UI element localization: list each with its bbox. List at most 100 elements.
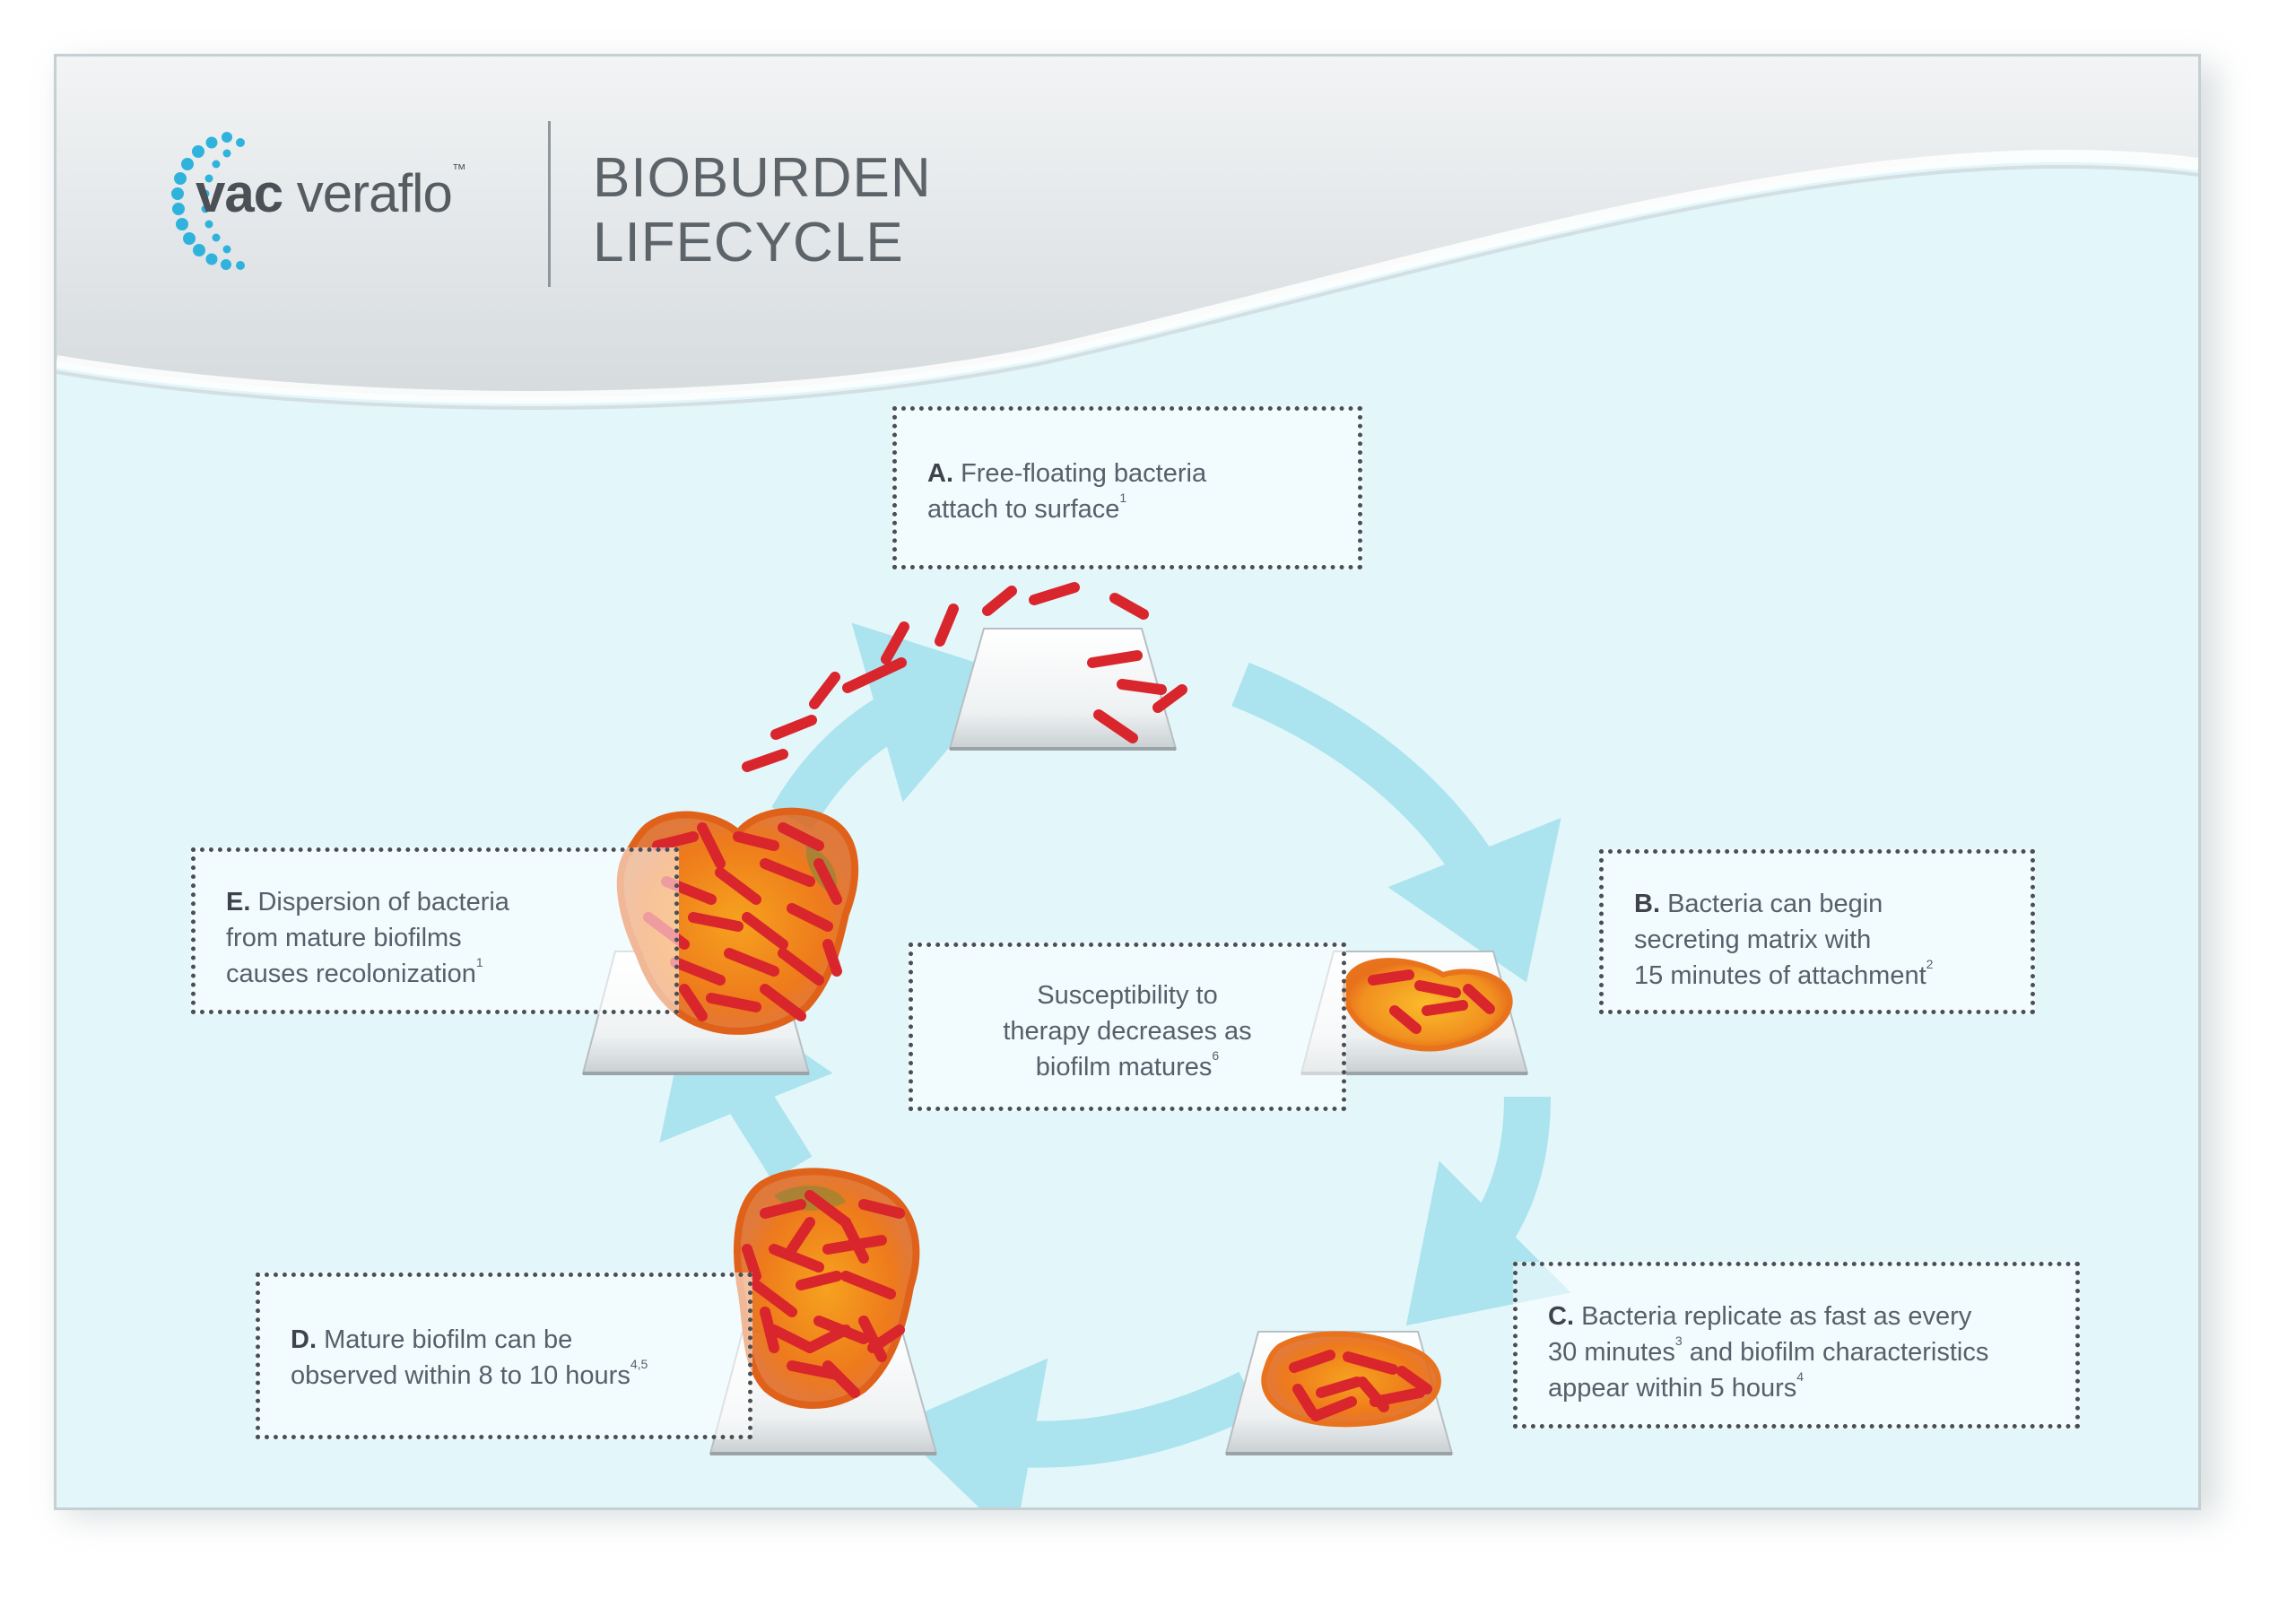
- stage-e-box: E. Dispersion of bacteria from mature bi…: [191, 847, 679, 1014]
- bacterium-rod: [697, 822, 726, 869]
- center-note-line-3: biofilm matures: [1035, 1053, 1213, 1081]
- bacterium-rod: [1310, 1396, 1357, 1421]
- bacterium-rod: [769, 1244, 824, 1273]
- arrow-a-to-b: [1231, 662, 1561, 983]
- bacterium-rod: [742, 749, 788, 772]
- bacterium-rod: [867, 1325, 905, 1353]
- bacterium-rod: [1343, 1351, 1398, 1375]
- bacterium-rod: [804, 1190, 851, 1228]
- bacterium-rod: [1289, 1350, 1335, 1373]
- bacterium-rod: [796, 1271, 842, 1290]
- bacterium-rod: [679, 984, 708, 1021]
- bacterium-rod: [1389, 1005, 1422, 1034]
- center-note-ref: 6: [1212, 1048, 1220, 1063]
- stage-a-ref: 1: [1119, 491, 1127, 505]
- stage-a-letter: A.: [927, 459, 953, 488]
- bacterium-rod: [760, 1199, 806, 1219]
- bacterium-rod: [1422, 1000, 1468, 1016]
- stage-e-letter: E.: [226, 888, 251, 916]
- stage-c-line-2: 30 minutes: [1548, 1338, 1675, 1367]
- stage-b-line-3: 15 minutes of attachment: [1634, 961, 1926, 990]
- bacterium-rod: [804, 1325, 851, 1353]
- bacterium-rod: [1087, 650, 1143, 668]
- brand-trademark: ™: [451, 162, 466, 178]
- title-line-2: LIFECYCLE: [593, 212, 904, 274]
- brand-name-light: veraflo: [296, 163, 453, 223]
- stage-a-box: A. Free-floating bacteria attach to surf…: [892, 406, 1362, 569]
- bacterium-rod: [733, 831, 779, 851]
- bacterium-rod: [809, 672, 840, 709]
- bacterium-rod: [778, 948, 824, 986]
- bacterium-rod: [822, 939, 842, 977]
- center-note-line-2: therapy decreases as: [1003, 1017, 1252, 1046]
- stage-e-line-3: causes recolonization: [226, 960, 476, 988]
- bacterium-rod: [840, 1271, 896, 1299]
- stage-c-ref-2: 3: [1674, 1333, 1683, 1348]
- bacterium-rod: [1368, 969, 1414, 986]
- stage-d-line-1: Mature biofilm can be: [324, 1325, 573, 1354]
- bacterium-rod: [1463, 984, 1495, 1014]
- stage-b-letter: B.: [1634, 890, 1660, 918]
- bacterium-rod: [858, 1316, 887, 1362]
- bacterium-rod: [1292, 1384, 1318, 1418]
- stage-d-line-2: observed within 8 to 10 hours: [291, 1361, 631, 1390]
- arrow-e-to-a: [771, 622, 1012, 831]
- bacterium-rod: [652, 831, 699, 851]
- title-line-1: BIOBURDEN: [593, 147, 932, 209]
- stage-d-ref: 4,5: [630, 1357, 648, 1371]
- bacterium-rod: [858, 1199, 905, 1219]
- stage-c-line-3: appear within 5 hours: [1548, 1374, 1797, 1403]
- bacterium-rod: [715, 867, 761, 905]
- brand-wordmark: vac veraflo™: [196, 162, 466, 224]
- stage-d-letter: D.: [291, 1325, 317, 1354]
- bacterium-rod: [881, 621, 909, 665]
- bacterium-rod: [822, 1235, 887, 1255]
- bacterium-rod: [770, 715, 817, 740]
- header-divider: [548, 121, 551, 287]
- stage-e-line-1: Dispersion of bacteria: [257, 888, 509, 916]
- bacterium-rod: [1029, 582, 1080, 605]
- header-wave: [57, 56, 2198, 410]
- bacterium-rod: [842, 657, 907, 693]
- brand-name-bold: vac: [196, 163, 283, 223]
- bacterium-rod: [751, 1280, 797, 1317]
- bacterium-rod: [760, 858, 815, 887]
- bacterium-rod: [935, 604, 959, 647]
- stage-b-line-1: Bacteria can begin: [1667, 890, 1883, 918]
- stage-c-line-1: Bacteria replicate as fast as every: [1581, 1302, 1972, 1331]
- center-note-box: Susceptibility to therapy decreases as b…: [909, 942, 1346, 1111]
- bacterium-rod: [813, 858, 842, 905]
- stage-b-ref: 2: [1926, 957, 1934, 971]
- cycle-arrows: [659, 622, 1571, 1507]
- bacterium-rod: [688, 912, 744, 932]
- stage-c-box: C. Bacteria replicate as fast as every 3…: [1513, 1262, 2080, 1429]
- poster-card: vac veraflo™ BIOBURDEN LIFECYCLE: [54, 54, 2201, 1510]
- bacterium-rod: [742, 1244, 761, 1281]
- stage-e-line-2: from mature biofilms: [226, 924, 462, 952]
- bacterium-rod: [787, 1217, 815, 1255]
- stage-a-line-2: attach to surface: [927, 495, 1120, 524]
- bacterium-rod: [982, 586, 1017, 616]
- bacterium-rod: [822, 1360, 860, 1398]
- bacterium-rod: [1117, 679, 1167, 695]
- bacterium-rod: [742, 912, 788, 950]
- page-title: BIOBURDEN LIFECYCLE: [593, 146, 932, 275]
- stage-c-letter: C.: [1548, 1302, 1574, 1331]
- bacterium-rod: [1396, 1366, 1432, 1394]
- arrow-c-to-d: [893, 1358, 1260, 1507]
- bacterium-rod: [1093, 709, 1138, 743]
- bacterium-rod: [1357, 1377, 1389, 1412]
- stage-b-line-2: secreting matrix with: [1634, 925, 1872, 954]
- bacterium-rod: [760, 1307, 779, 1353]
- arrow-b-to-c: [1405, 1096, 1571, 1326]
- bacteria-rods: [643, 582, 1495, 1421]
- bacterium-rod: [760, 984, 806, 1021]
- bacterium-rod: [1152, 684, 1187, 713]
- bacterium-rod: [1109, 593, 1149, 620]
- bacterium-rod: [787, 903, 833, 932]
- bacterium-rod: [1316, 1377, 1362, 1398]
- bacterium-rod: [706, 993, 761, 1012]
- lifecycle-diagram: [581, 582, 1571, 1507]
- bacterium-rod: [670, 957, 726, 986]
